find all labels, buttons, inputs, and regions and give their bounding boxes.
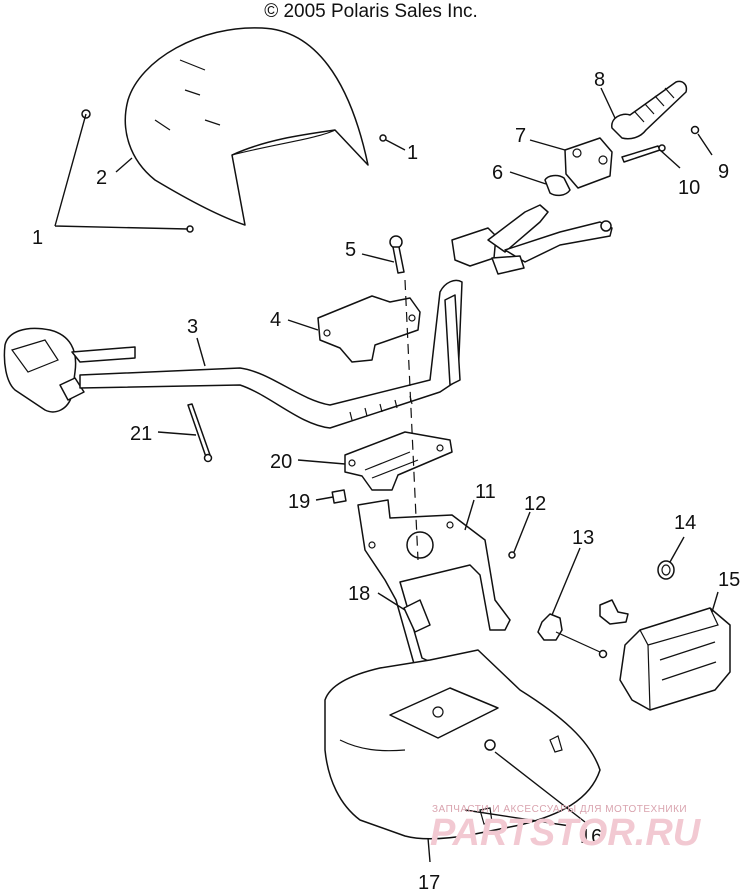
part-7-throttle-housing <box>564 137 613 189</box>
watermark-subtitle: ЗАПЧАСТИ И АКСЕССУАРЫ ДЛЯ МОТОТЕХНИКИ <box>432 804 687 815</box>
leader-lines <box>54 87 719 863</box>
bulb-socket <box>599 599 629 625</box>
part-14-o-ring <box>657 560 675 580</box>
callout-20: 20 <box>270 451 292 473</box>
callout-18: 18 <box>348 583 370 605</box>
part-15-headlamp <box>619 607 731 711</box>
part-5-bolt <box>389 235 405 274</box>
brake-master-cylinder <box>451 204 613 275</box>
part-6-collar <box>544 174 571 197</box>
callout-21: 21 <box>130 423 152 445</box>
watermark-brand: PARTSTOR.RU <box>430 812 702 854</box>
callout-1-right: 1 <box>407 142 418 164</box>
callout-9: 9 <box>718 161 729 183</box>
part-8-grip <box>611 80 688 140</box>
callout-12: 12 <box>524 493 546 515</box>
part-17-pod-housing <box>324 649 601 840</box>
callout-15: 15 <box>718 569 740 591</box>
callout-10: 10 <box>678 177 700 199</box>
part-18-relay <box>403 599 431 633</box>
callout-17: 17 <box>418 872 440 894</box>
part-11-bracket <box>357 499 511 681</box>
callout-2: 2 <box>96 167 107 189</box>
callout-5: 5 <box>345 239 356 261</box>
part-16-fastener <box>484 739 496 751</box>
part-13-adjuster <box>537 613 608 659</box>
left-switch-housing <box>3 327 85 413</box>
part-1-screws <box>81 109 387 233</box>
assembly-centerline <box>404 279 419 561</box>
callout-1-left: 1 <box>32 227 43 249</box>
part-3-handlebar <box>71 279 463 429</box>
copyright-notice: © 2005 Polaris Sales Inc. <box>264 1 478 22</box>
part-12-screw <box>508 551 516 559</box>
part-21-bolt <box>187 403 213 463</box>
callout-11: 11 <box>475 481 496 503</box>
callout-13: 13 <box>572 527 594 549</box>
callout-8: 8 <box>594 69 605 91</box>
callout-4: 4 <box>270 309 281 331</box>
part-4-upper-clamps <box>317 295 421 363</box>
callout-3: 3 <box>187 316 198 338</box>
callout-labels: 1 1 2 3 4 5 6 7 8 9 10 11 12 13 14 15 16… <box>32 69 740 894</box>
part-9-screw <box>690 125 700 135</box>
part-10-screw <box>621 144 666 163</box>
callout-7: 7 <box>515 125 526 147</box>
callout-6: 6 <box>492 162 503 184</box>
part-20-lower-clamp <box>344 431 453 491</box>
callout-14: 14 <box>674 512 696 534</box>
part-2-cover <box>124 27 369 226</box>
callout-16: 16 <box>580 826 602 848</box>
callout-19: 19 <box>288 491 310 513</box>
watermark: ЗАПЧАСТИ И АКСЕССУАРЫ ДЛЯ МОТОТЕХНИКИ PA… <box>430 804 702 854</box>
part-19-nut <box>331 489 347 504</box>
